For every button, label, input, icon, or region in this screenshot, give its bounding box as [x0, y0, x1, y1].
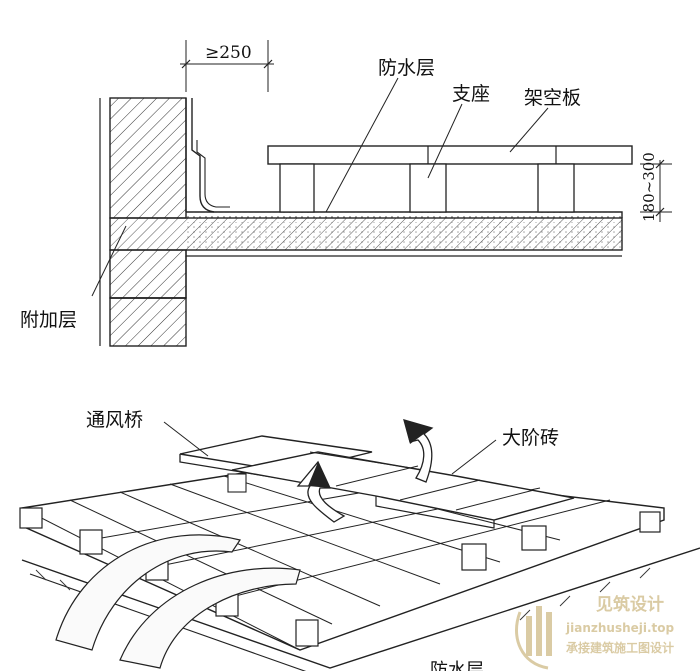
flashing — [185, 98, 215, 213]
label-support: 支座 — [452, 83, 490, 105]
height-dimension-label: 180~300 — [640, 152, 658, 222]
watermark-name: 见筑设计 — [596, 594, 664, 615]
airflow-arrow-left — [55, 534, 241, 651]
dimension-label: ≥250 — [205, 43, 252, 63]
label-vent-bridge: 通风桥 — [86, 409, 143, 431]
support-3 — [537, 163, 575, 213]
label-bottom-text: 防水层 — [430, 660, 484, 671]
overhead-board — [267, 145, 633, 165]
watermark-tagline: 承接建筑施工图设计 — [566, 640, 674, 655]
top-section-figure: ≥250 180~300 防水层 支座 架空板 附加层 — [20, 40, 672, 347]
label-large-tile: 大阶砖 — [502, 427, 559, 449]
support-1 — [279, 163, 315, 213]
watermark-logo-icon — [515, 606, 552, 670]
wall-lower — [109, 249, 187, 299]
label-overhead-board: 架空板 — [524, 87, 581, 109]
label-waterproof-layer: 防水层 — [378, 57, 435, 79]
support-2 — [409, 163, 447, 213]
parapet-wall — [109, 97, 187, 219]
watermark: 见筑设计 jianzhusheji.top 承接建筑施工图设计 — [515, 594, 675, 670]
airflow-arrow-center — [119, 567, 301, 669]
label-additional-layer: 附加层 — [20, 309, 77, 331]
wall-base — [109, 297, 187, 347]
watermark-site: jianzhusheji.top — [565, 621, 675, 635]
bottom-isometric-figure: 通风桥 大阶砖 防水层 — [19, 409, 700, 671]
